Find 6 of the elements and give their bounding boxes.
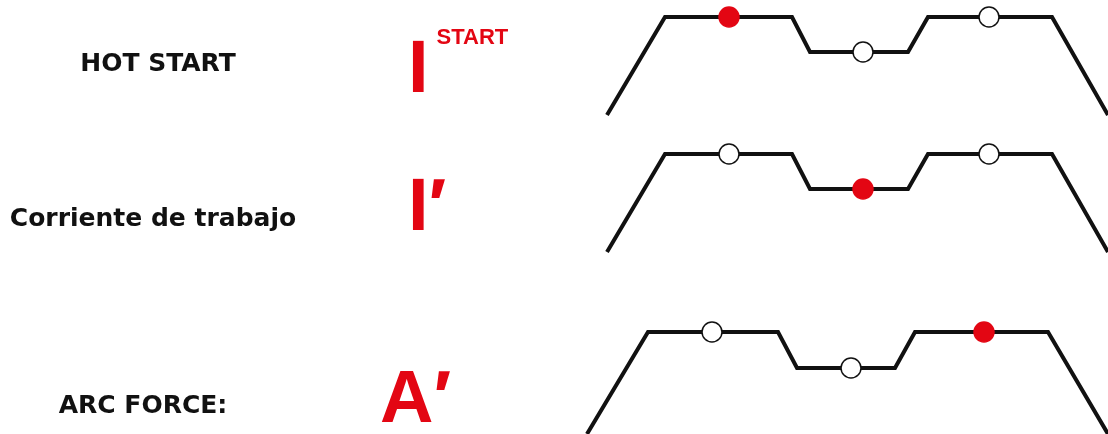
setting-label: ARC FORCE:	[58, 390, 228, 419]
setting-label: Corriente de trabajo	[9, 203, 297, 232]
setting-symbol: I$^{START}$	[408, 30, 509, 104]
setting-label: HOT START	[80, 48, 236, 77]
setting-symbol: I′	[408, 168, 447, 242]
setting-symbol: A′	[380, 360, 452, 434]
